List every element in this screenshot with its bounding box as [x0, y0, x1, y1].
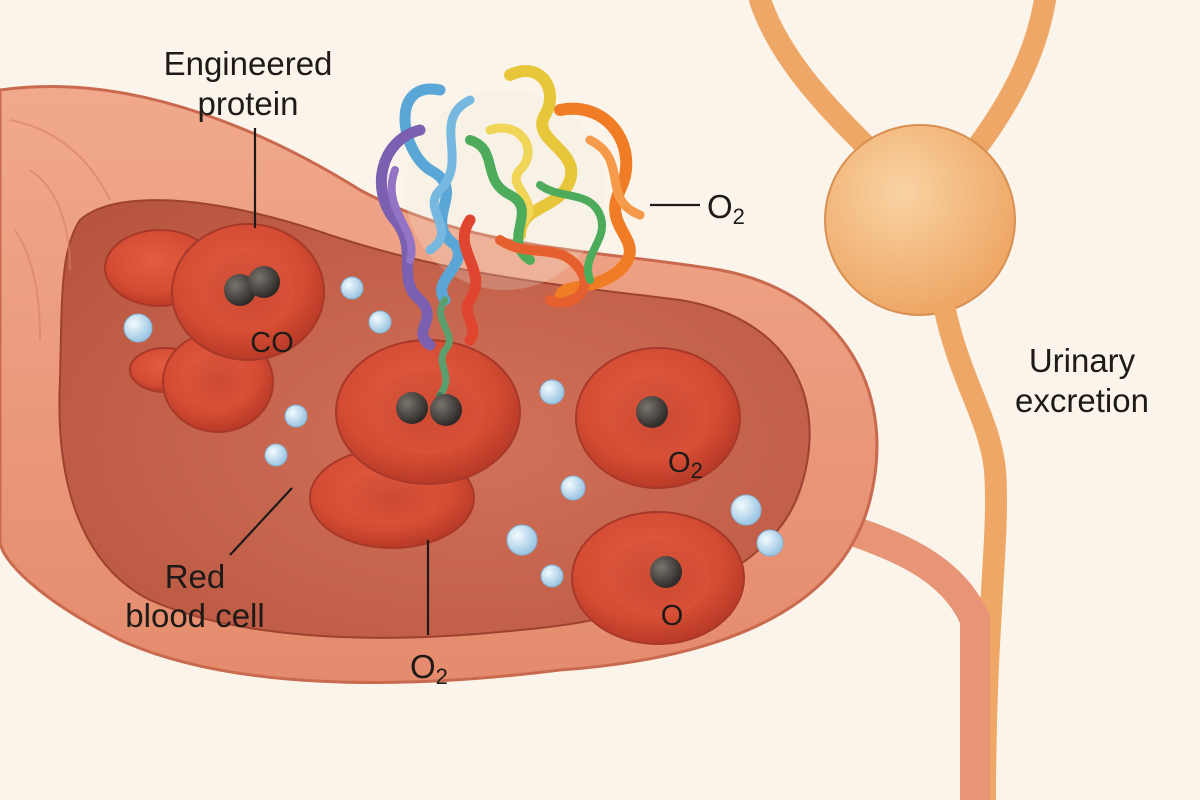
atom-o: [650, 556, 682, 588]
urinary-upper-right-duct: [964, 0, 1056, 161]
bubble: [539, 379, 565, 405]
label-urinary-line1: Urinary: [1029, 342, 1136, 379]
label-engineered-protein-line1: Engineered: [164, 45, 333, 82]
atom-o2-center-1: [396, 392, 428, 424]
label-o2-cell: O2: [668, 447, 703, 483]
atom-o2-right: [636, 396, 668, 428]
label-o: O: [661, 600, 684, 632]
red-blood-cell-center: [335, 339, 521, 485]
bubble: [540, 564, 564, 588]
bubble: [340, 276, 364, 300]
bubble: [560, 475, 586, 501]
atom-o2-center-2: [430, 394, 462, 426]
vessel-wall-texture: [9, 119, 111, 341]
oxygen-bubbles: [123, 276, 784, 588]
bubble: [123, 313, 153, 343]
engineered-protein: [375, 65, 645, 411]
label-o2-protein: O2: [707, 188, 745, 229]
vessel-outflow-tube: [815, 505, 990, 800]
label-red-blood-cell-line2: blood cell: [125, 597, 264, 634]
bubble: [756, 529, 784, 557]
urinary-upper-left-duct: [749, 0, 881, 161]
label-co: CO: [250, 327, 294, 359]
urinary-bulb: [824, 124, 1016, 316]
leader-lines: [229, 128, 700, 635]
atoms: [224, 266, 682, 588]
bubble: [730, 494, 762, 526]
bubble: [368, 310, 392, 334]
atom-co-2: [248, 266, 280, 298]
leader-red-blood-cell: [229, 487, 293, 556]
red-blood-cell-lower-left: [162, 331, 274, 433]
label-red-blood-cell-line1: Red: [165, 558, 226, 595]
label-engineered-protein-line2: protein: [198, 85, 299, 122]
label-urinary-line2: excretion: [1015, 382, 1149, 419]
bubble: [506, 524, 538, 556]
bubble: [264, 443, 288, 467]
bubble: [284, 404, 308, 428]
label-o2-bottom: O2: [410, 648, 448, 689]
